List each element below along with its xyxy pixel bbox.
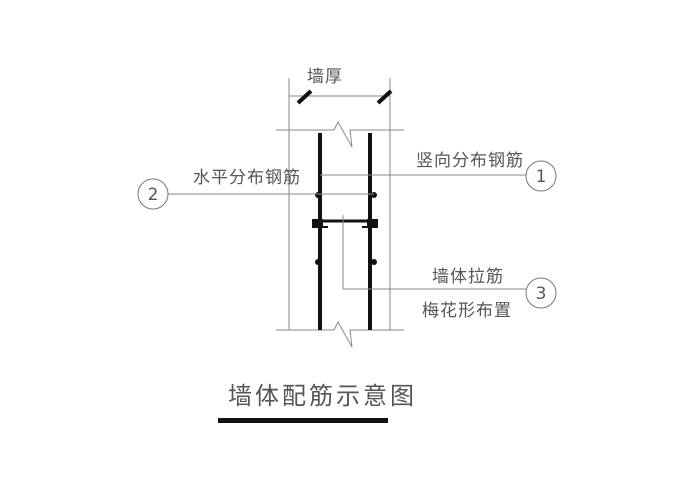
callout-circle-1 [525, 160, 557, 192]
dimension-label: 墙厚 [307, 67, 343, 87]
horizontal-rebar-dot [315, 259, 321, 265]
callout-number-1: 1 [536, 167, 547, 187]
callout-number-3: 3 [536, 284, 547, 304]
horizontal-rebar-dot [371, 192, 377, 198]
break-line-top [276, 120, 404, 148]
break-line-bottom [276, 320, 404, 348]
horizontal-rebar-dot [371, 259, 377, 265]
callout-number-2: 2 [148, 185, 159, 205]
dimension-tick-right [376, 89, 393, 105]
callout-circle-3 [525, 277, 557, 309]
callout-label-3-line2: 梅花形布置 [422, 301, 512, 321]
title-underline [218, 418, 388, 423]
diagram-title: 墙体配筋示意图 [228, 382, 417, 410]
leader-line-3 [342, 215, 526, 290]
horizontal-rebar-dot [315, 192, 321, 198]
callout-label-3-line1: 墙体拉筋 [432, 267, 504, 287]
tie-hook-right [367, 219, 378, 228]
callout-label-2: 水平分布钢筋 [193, 168, 301, 188]
tie-hook-left [312, 219, 323, 228]
callout-circle-2 [137, 178, 169, 210]
callout-label-1: 竖向分布钢筋 [416, 151, 524, 171]
dimension-tick-left [296, 89, 313, 105]
